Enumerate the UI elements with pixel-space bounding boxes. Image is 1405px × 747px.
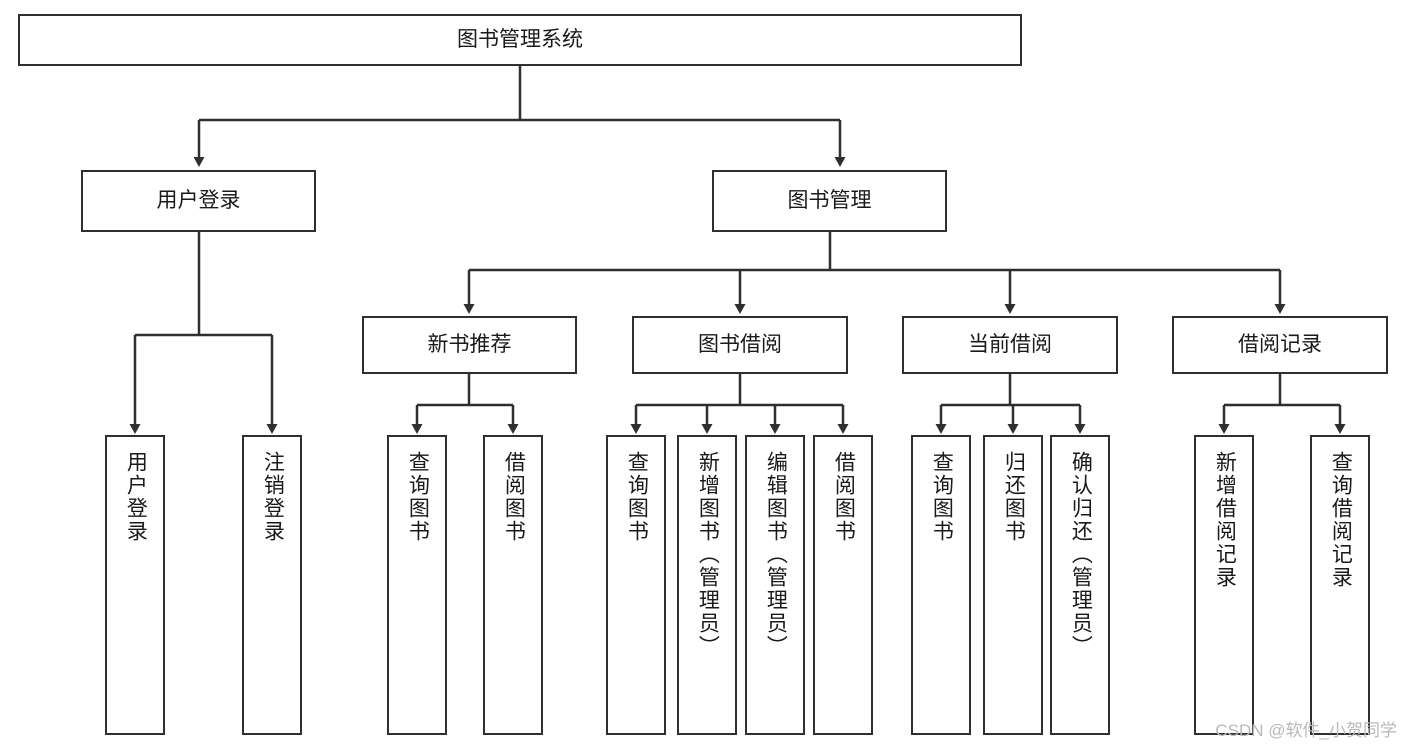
- node-leaf-add-book[interactable]: 新增图书（管理员）: [677, 435, 737, 735]
- node-leaf-query-book-3-label: 查询图书: [930, 451, 954, 543]
- node-borrow-record[interactable]: 借阅记录: [1172, 316, 1388, 374]
- node-book-manage[interactable]: 图书管理: [712, 170, 947, 232]
- node-root[interactable]: 图书管理系统: [18, 14, 1022, 66]
- node-borrow-record-label: 借阅记录: [1238, 332, 1322, 356]
- node-leaf-borrow-book-1-label: 借阅图书: [502, 451, 526, 543]
- node-leaf-borrow-book-2-label: 借阅图书: [832, 451, 856, 543]
- node-leaf-query-record[interactable]: 查询借阅记录: [1310, 435, 1370, 735]
- node-leaf-confirm-return-label: 确认归还（管理员）: [1069, 451, 1093, 658]
- node-leaf-query-record-label: 查询借阅记录: [1329, 451, 1353, 589]
- node-leaf-user-login-label: 用户登录: [124, 451, 148, 543]
- watermark-text: CSDN @软件_小贺同学: [1215, 721, 1397, 740]
- node-book-borrow[interactable]: 图书借阅: [632, 316, 848, 374]
- node-book-borrow-label: 图书借阅: [698, 332, 782, 356]
- node-leaf-query-book-2-label: 查询图书: [625, 451, 649, 543]
- node-leaf-add-book-label: 新增图书（管理员）: [696, 451, 720, 658]
- node-leaf-query-book-3[interactable]: 查询图书: [911, 435, 971, 735]
- node-leaf-query-book-1-label: 查询图书: [406, 451, 430, 543]
- node-new-book-recommend-label: 新书推荐: [427, 332, 512, 356]
- node-leaf-confirm-return[interactable]: 确认归还（管理员）: [1050, 435, 1110, 735]
- node-leaf-return-book-label: 归还图书: [1002, 451, 1026, 543]
- node-leaf-add-record[interactable]: 新增借阅记录: [1194, 435, 1254, 735]
- node-leaf-edit-book[interactable]: 编辑图书（管理员）: [745, 435, 805, 735]
- node-current-borrow-label: 当前借阅: [968, 332, 1052, 356]
- node-leaf-borrow-book-1[interactable]: 借阅图书: [483, 435, 543, 735]
- node-leaf-add-record-label: 新增借阅记录: [1213, 451, 1237, 589]
- node-leaf-user-login[interactable]: 用户登录: [105, 435, 165, 735]
- node-leaf-query-book-2[interactable]: 查询图书: [606, 435, 666, 735]
- node-book-manage-label: 图书管理: [787, 188, 872, 212]
- node-user-login-label: 用户登录: [156, 188, 241, 212]
- node-user-login[interactable]: 用户登录: [81, 170, 316, 232]
- node-current-borrow[interactable]: 当前借阅: [902, 316, 1118, 374]
- node-new-book-recommend[interactable]: 新书推荐: [362, 316, 577, 374]
- node-leaf-query-book-1[interactable]: 查询图书: [387, 435, 447, 735]
- node-leaf-return-book[interactable]: 归还图书: [983, 435, 1043, 735]
- node-root-label: 图书管理系统: [457, 27, 583, 51]
- node-leaf-logout-label: 注销登录: [261, 451, 285, 543]
- node-leaf-borrow-book-2[interactable]: 借阅图书: [813, 435, 873, 735]
- node-leaf-edit-book-label: 编辑图书（管理员）: [764, 451, 788, 658]
- node-leaf-logout[interactable]: 注销登录: [242, 435, 302, 735]
